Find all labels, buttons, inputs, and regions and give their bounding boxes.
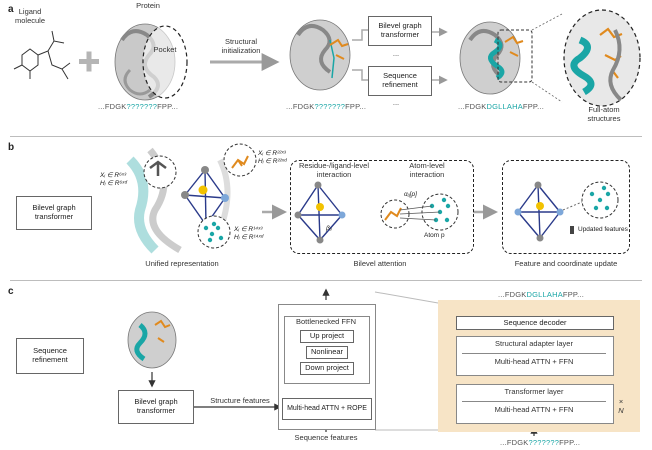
plus-icon: [79, 51, 99, 72]
times-n-label: × N: [618, 397, 624, 415]
refinement-protein-icon: [127, 311, 177, 369]
separator-bc: [10, 280, 642, 281]
updated-features-label: Updated features: [578, 226, 628, 233]
transformer-layer-frame: [456, 384, 614, 424]
sequence-mid: ...FDGK???????FPP...: [286, 102, 367, 111]
sequence-refinement-box: Sequence refinement: [368, 66, 432, 96]
bilevel-attention-frame: [290, 160, 474, 254]
init-label: Structural initialization: [221, 37, 261, 55]
feature-update-label: Feature and coordinate update: [514, 259, 618, 268]
sequence-initial: ...FDGK???????FPP...: [98, 102, 179, 111]
final-protein-icon: [459, 21, 524, 95]
structural-adapter-label: Structural adapter layer: [495, 339, 573, 348]
initialized-protein-icon: [289, 19, 351, 91]
mha-ffn-1: Multi-head ATTN + FFN: [494, 357, 574, 366]
residue-level-label: Residue-/ligand-level interaction: [298, 161, 370, 179]
panel-b-bgt-box: Bilevel graph transformer: [16, 196, 92, 230]
zoom-top-circle: [223, 143, 257, 177]
atom-level-label: Atom-level interaction: [409, 161, 445, 179]
mha-ffn-2: Multi-head ATTN + FFN: [494, 405, 574, 414]
bilevel-graph-transformer-box: Bilevel graph transformer: [368, 16, 432, 46]
sequence-decoder-box: Sequence decoder: [456, 316, 614, 330]
protein-label: Protein: [136, 1, 160, 10]
output-sequence: ...FDGKDGLLAHAFPP...: [498, 290, 584, 299]
bilevel-attention-label: Bilevel attention: [353, 259, 407, 268]
ffn-title: Bottlenecked FFN: [295, 317, 357, 326]
mha-rope-box: Multi-head ATTN + ROPE: [282, 398, 372, 420]
alpha-label: αᵢⱼ[p]: [404, 191, 417, 198]
ligand-label: Ligand molecule: [14, 7, 45, 25]
down-project-box: Down project: [300, 362, 354, 375]
panel-b-letter: b: [8, 142, 15, 153]
nonlinear-box: Nonlinear: [306, 346, 348, 359]
update-frame: [502, 160, 630, 254]
beta-label: βᵢⱼ: [326, 225, 332, 232]
pocket-outline: [142, 25, 188, 99]
panel-c-seqref-box: Sequence refinement: [16, 338, 84, 374]
structural-adapter-frame: [456, 336, 614, 376]
xh-bottom: Xᵢ ∈ R¹⁴ˣ³ Hᵢ ∈ R¹⁴ˣᵈ: [234, 226, 264, 241]
panel-a-letter: a: [8, 4, 14, 15]
zoom-structure-icon: [563, 9, 641, 107]
ffn-frame: [284, 316, 370, 384]
zoom-left-circle: [143, 155, 177, 189]
atom-p-label: Atom p: [424, 232, 445, 239]
residue-level-graph: [294, 181, 346, 244]
ellipsis-bottom: ...: [392, 98, 400, 107]
full-atom-label: Full-atom structures: [587, 105, 621, 123]
sequence-features-label: Sequence features: [294, 433, 358, 442]
up-project-box: Up project: [300, 330, 354, 343]
input-sequence: ...FDGK???????FPP...: [500, 438, 581, 447]
panel-c-bgt-box: Bilevel graph transformer: [118, 390, 194, 424]
panel-c-letter: c: [8, 286, 14, 297]
xh-left: Xᵢ ∈ R⁶ˣ³ Hᵢ ∈ R⁶ˣᵈ: [100, 172, 127, 187]
updated-graph: [514, 181, 619, 242]
structure-features-label: Structure features: [210, 396, 270, 405]
unified-label: Unified representation: [145, 259, 219, 268]
ellipsis-top: ...: [392, 49, 400, 58]
ligand-molecule-icon: [13, 30, 71, 80]
separator-ab: [10, 136, 642, 137]
transformer-layer-label: Transformer layer: [504, 387, 564, 396]
xh-top: Xᵢ ∈ R²²ˣ³ Hᵢ ∈ R²²ˣᵈ: [258, 150, 287, 165]
sequence-final: ...FDGKDGLLAHAFPP...: [458, 102, 544, 111]
atom-level-graph: [380, 193, 459, 231]
zoom-bottom-circle: [197, 215, 231, 249]
pocket-label: Pocket: [153, 45, 177, 54]
